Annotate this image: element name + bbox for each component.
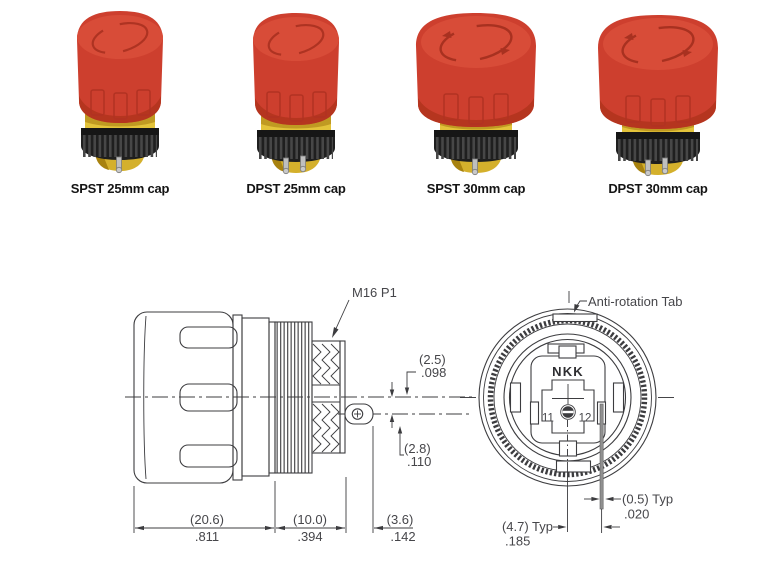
terminal-pin-icon xyxy=(115,156,123,174)
terminal-blade-left xyxy=(529,401,540,425)
cap-grip-slot xyxy=(179,326,238,349)
dim-terminal-width-mm: (2.8) xyxy=(404,441,431,456)
key-pad-bottom xyxy=(555,460,592,473)
dim-cap-depth-in: .811 xyxy=(195,529,219,544)
dim-center-to-terminal-in: .098 xyxy=(421,365,446,380)
dim-bushing-in: .394 xyxy=(297,529,322,544)
housing-bottom-tab xyxy=(558,440,578,457)
extension-lines xyxy=(133,426,374,533)
cap-outline xyxy=(133,311,234,484)
cap-grip-slot xyxy=(179,444,238,468)
anti-rotation-label: Anti-rotation Tab xyxy=(588,294,682,309)
key-pad-left xyxy=(509,382,522,413)
terminal-number-11: 11 xyxy=(542,413,554,425)
dim-blade-thickness-in: .020 xyxy=(624,507,649,522)
solder-terminal xyxy=(344,403,374,425)
rear-view-drawing: NKK 11 12 Anti-rotation Tab xyxy=(460,291,682,549)
product-label-dpst-30mm: DPST 30mm cap xyxy=(608,181,708,196)
dim-terminal-offset-in: .185 xyxy=(505,534,530,549)
cap-face-curve xyxy=(143,315,147,480)
bushing-end-plate xyxy=(339,340,346,454)
brand-mark: NKK xyxy=(552,364,584,379)
dim-cap-depth-mm: (20.6) xyxy=(190,512,224,527)
key-pad-right xyxy=(612,382,625,413)
product-photo-dpst-25mm xyxy=(231,6,361,178)
thread-spec-label: M16 P1 xyxy=(352,285,397,300)
dim-terminal-width-in: .110 xyxy=(407,454,431,469)
technical-drawings: M16 P1 (2.5) .098 (2.8) .110 xyxy=(125,285,682,549)
dim-terminal-len-in: .142 xyxy=(390,529,415,544)
product-label-spst-25mm: SPST 25mm cap xyxy=(70,181,170,196)
thread-profile xyxy=(312,343,340,453)
product-photo-spst-25mm xyxy=(55,4,185,176)
housing-top-tab xyxy=(558,345,577,359)
center-screw xyxy=(560,404,576,420)
terminal-blade-projection xyxy=(599,403,604,510)
leader-arrow-icon xyxy=(332,327,339,338)
leader-arrow-icon xyxy=(574,304,580,313)
product-photo-spst-30mm xyxy=(406,6,546,178)
dim-terminal-offset-mm: (4.7) Typ xyxy=(502,519,553,534)
dim-terminal-len-mm: (3.6) xyxy=(387,512,414,527)
product-label-dpst-25mm: DPST 25mm cap xyxy=(246,181,346,196)
dim-blade-thickness-mm: (0.5) Typ xyxy=(622,492,673,507)
side-view-drawing: M16 P1 (2.5) .098 (2.8) .110 xyxy=(125,285,472,544)
product-photo-dpst-30mm xyxy=(588,8,728,180)
terminal-pin-icon xyxy=(471,158,479,176)
dim-center-to-terminal-mm: (2.5) xyxy=(419,352,446,367)
terminal-number-12: 12 xyxy=(579,413,592,425)
product-label-spst-30mm: SPST 30mm cap xyxy=(426,181,526,196)
bezel-step xyxy=(268,321,276,474)
thread-leader-line xyxy=(333,299,350,334)
dim-bushing-mm: (10.0) xyxy=(293,512,327,527)
anti-rotation-tab xyxy=(552,313,598,323)
cap-grip-slot xyxy=(179,383,238,412)
